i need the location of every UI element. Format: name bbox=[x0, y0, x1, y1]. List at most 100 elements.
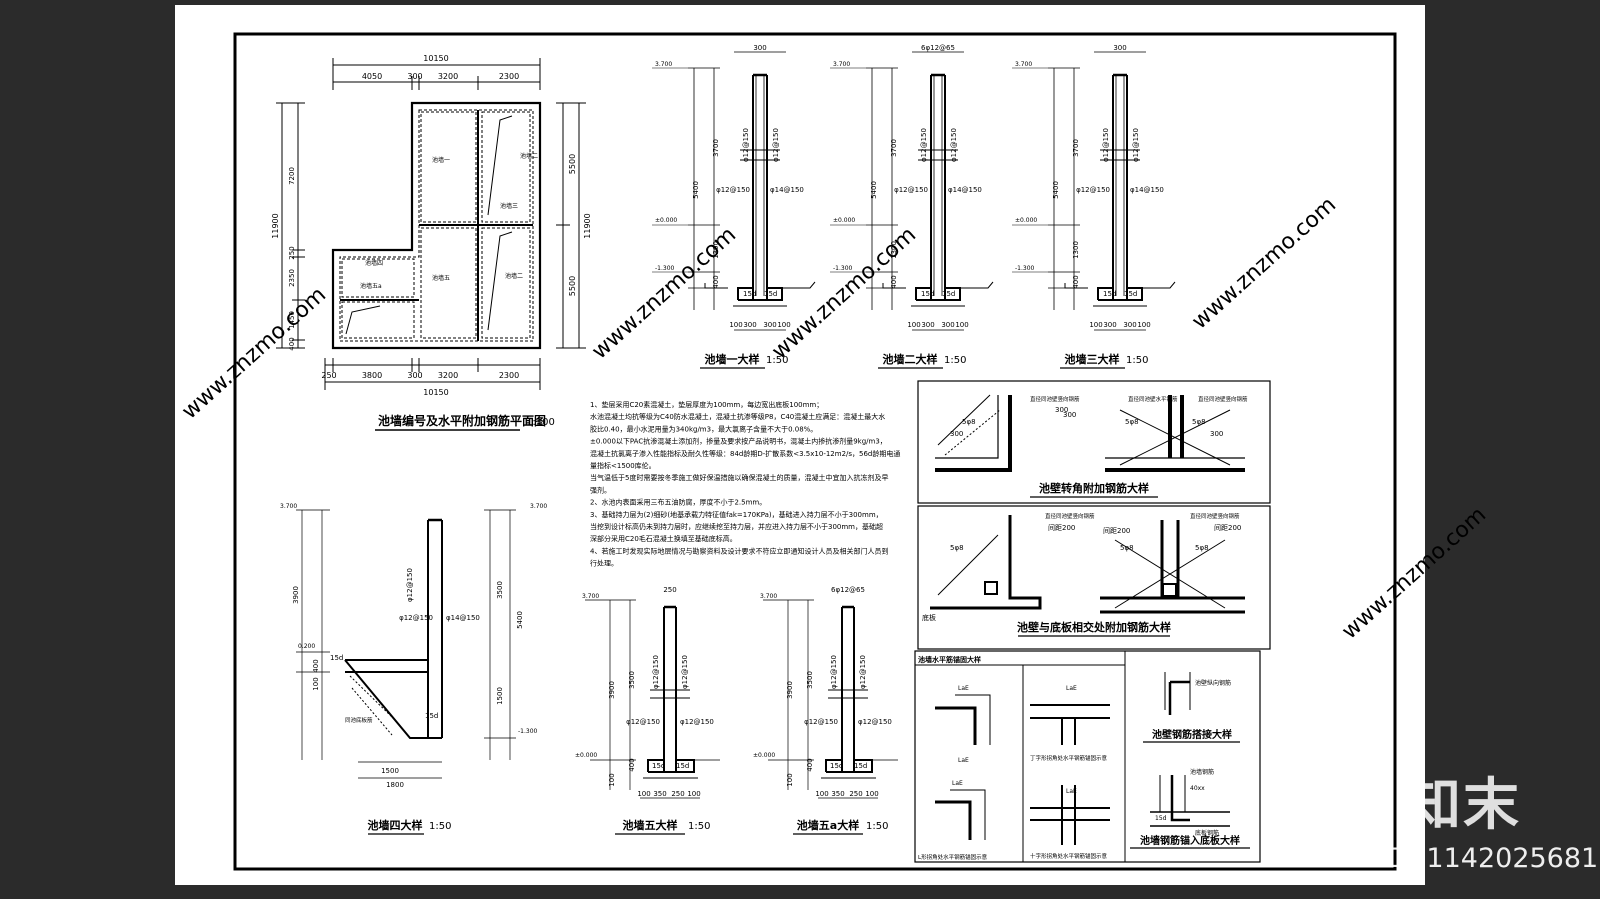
line-work bbox=[782, 599, 814, 790]
note-line: 量指标<1500库伦。 bbox=[590, 461, 656, 470]
level-mid: ±0.000 bbox=[753, 752, 775, 759]
detail-scale: 1:50 bbox=[944, 355, 966, 366]
bottom-dim: 350 bbox=[831, 790, 844, 798]
height-lower: 1300 bbox=[712, 241, 720, 259]
bar-note: 池墙钢筋 bbox=[1190, 768, 1214, 776]
bottom-dim: 250 bbox=[849, 790, 862, 798]
hook-label: 15d bbox=[1103, 290, 1116, 298]
width-label: 300 bbox=[950, 430, 963, 438]
note-line: 1、垫层采用C20素混凝土，垫层厚度为100mm，每边宽出底板100mm； bbox=[590, 400, 823, 409]
lae-label: LaE bbox=[1066, 685, 1077, 692]
bar-label: φ12@150 bbox=[742, 128, 750, 162]
line-work bbox=[882, 281, 994, 289]
line-work bbox=[693, 68, 715, 310]
note-line: 胶比0.40，最小水泥用量为340kg/m3，最大氯离子含量不大于0.08%。 bbox=[590, 424, 817, 433]
bar-label: 5φ8 bbox=[1125, 418, 1139, 426]
height-base: 400 bbox=[712, 275, 720, 288]
bar-label: 5φ8 bbox=[1192, 418, 1206, 426]
bar-note: 直径同池壁竖向钢筋 bbox=[1045, 512, 1095, 520]
top-width: 6φ12@65 bbox=[921, 44, 955, 52]
note-line: 4、若施工时发现实际地层情况与勘察资料及设计要求不符应立即通知设计人员及相关部门… bbox=[590, 546, 888, 555]
wall-label: 池墙五a bbox=[360, 282, 382, 290]
bar-label: φ12@150 bbox=[859, 655, 867, 689]
line-work bbox=[830, 67, 866, 273]
bar-note: 底板钢筋 bbox=[1195, 829, 1219, 837]
bar-label: φ14@150 bbox=[446, 614, 480, 622]
height-upper: 3700 bbox=[712, 139, 720, 157]
hook-label: 15d bbox=[1155, 815, 1167, 822]
dim-left: 250 bbox=[288, 246, 296, 259]
dim-bottom: 3800 bbox=[362, 371, 382, 380]
anchor-panels bbox=[914, 650, 1261, 863]
wall-label: 池墙三 bbox=[500, 202, 518, 210]
bottom-dim: 100 bbox=[637, 790, 650, 798]
bottom-dim: 100 bbox=[865, 790, 878, 798]
bottom-dim: 100 bbox=[955, 321, 968, 329]
line-work bbox=[871, 68, 893, 310]
bottom-dim: 1500 bbox=[381, 767, 399, 775]
hook-label: 15d bbox=[942, 290, 955, 298]
plan-title: 池墙编号及水平附加钢筋平面图 bbox=[378, 413, 546, 428]
level-mid: ±0.000 bbox=[1015, 217, 1037, 224]
level-mid: ±0.000 bbox=[655, 217, 677, 224]
bar-label: φ12@150 bbox=[858, 718, 892, 726]
line-work bbox=[821, 689, 876, 779]
bar-label: φ14@150 bbox=[948, 186, 982, 194]
general-notes: 1、垫层采用C20素混凝土，垫层厚度为100mm，每边宽出底板100mm； 水池混… bbox=[590, 400, 900, 568]
height: 5400 bbox=[516, 611, 524, 629]
level-mid: ±0.000 bbox=[833, 217, 855, 224]
line-work bbox=[604, 599, 636, 790]
note-line: 混凝土抗氯离子渗入性能指标及耐久性等级：84d龄期D-扩散系数<3.5x10-1… bbox=[590, 449, 900, 458]
wall-label: 池墙二 bbox=[520, 152, 538, 160]
width-label: 300 bbox=[1055, 406, 1068, 414]
level-top: 3.700 bbox=[1015, 61, 1032, 68]
hook-label: 15d bbox=[1124, 290, 1137, 298]
spacing-label: 间距200 bbox=[1214, 524, 1241, 532]
line-work bbox=[427, 520, 443, 738]
width-label: 300 bbox=[1063, 411, 1076, 419]
dim-bottom: 250 bbox=[321, 371, 336, 380]
lae-label: LaE bbox=[958, 757, 969, 764]
hook-label: 15d bbox=[764, 290, 777, 298]
dim-top: 300 bbox=[407, 72, 422, 81]
height: 400 bbox=[628, 758, 636, 771]
line-work bbox=[752, 75, 768, 300]
line-work bbox=[1064, 281, 1176, 289]
line-work bbox=[652, 67, 688, 273]
dim-top: 4050 bbox=[362, 72, 382, 81]
detail-title: 池墙五a大样 bbox=[797, 818, 859, 832]
bottom-dim: 100 bbox=[777, 321, 790, 329]
dim-bottom: 300 bbox=[407, 371, 422, 380]
line-work bbox=[1053, 68, 1075, 310]
dim-left: 400 bbox=[288, 337, 296, 350]
detail-title: 池墙二大样 bbox=[883, 352, 938, 366]
height-lower: 1300 bbox=[1072, 241, 1080, 259]
detail-scale: 1:50 bbox=[1126, 355, 1148, 366]
bar-label: φ12@150 bbox=[680, 718, 714, 726]
level-top: 3.700 bbox=[833, 61, 850, 68]
line-work bbox=[585, 599, 720, 761]
height: 100 bbox=[608, 773, 616, 786]
height: 3500 bbox=[806, 671, 814, 689]
line-work bbox=[866, 67, 898, 289]
line-work bbox=[344, 659, 442, 739]
drawing-sheet bbox=[175, 5, 1425, 885]
line-work bbox=[1012, 67, 1048, 273]
hook-label: 15d bbox=[743, 290, 756, 298]
dim-right: 5500 bbox=[568, 154, 577, 174]
level-bottom: -1.300 bbox=[833, 265, 853, 272]
bar-label: φ12@150 bbox=[950, 128, 958, 162]
bar-label: φ12@150 bbox=[1132, 128, 1140, 162]
note-line: 3、基础持力层为(2)细砂(地基承载力特征值fak=170KPa)，基础进入持力… bbox=[590, 510, 883, 519]
bottom-dim: 100 bbox=[1137, 321, 1150, 329]
detail-scale: 1:50 bbox=[688, 821, 710, 832]
dim-bottom: 3200 bbox=[438, 371, 458, 380]
dim-top-total: 10150 bbox=[423, 54, 448, 63]
note-line: 深部分采用C20毛石混凝土换填至基础底标高。 bbox=[590, 534, 737, 543]
level-mid: 0.200 bbox=[298, 643, 315, 650]
watermark-logo: 知末 bbox=[1405, 773, 1521, 838]
panel-title: 池壁与底板相交处附加钢筋大样 bbox=[1017, 620, 1171, 634]
line-work bbox=[912, 51, 964, 331]
note-line: 水池混凝土均抗等级为C40防水混凝土，混凝土抗渗等级P8，C40混凝土应满足：混… bbox=[590, 412, 885, 421]
